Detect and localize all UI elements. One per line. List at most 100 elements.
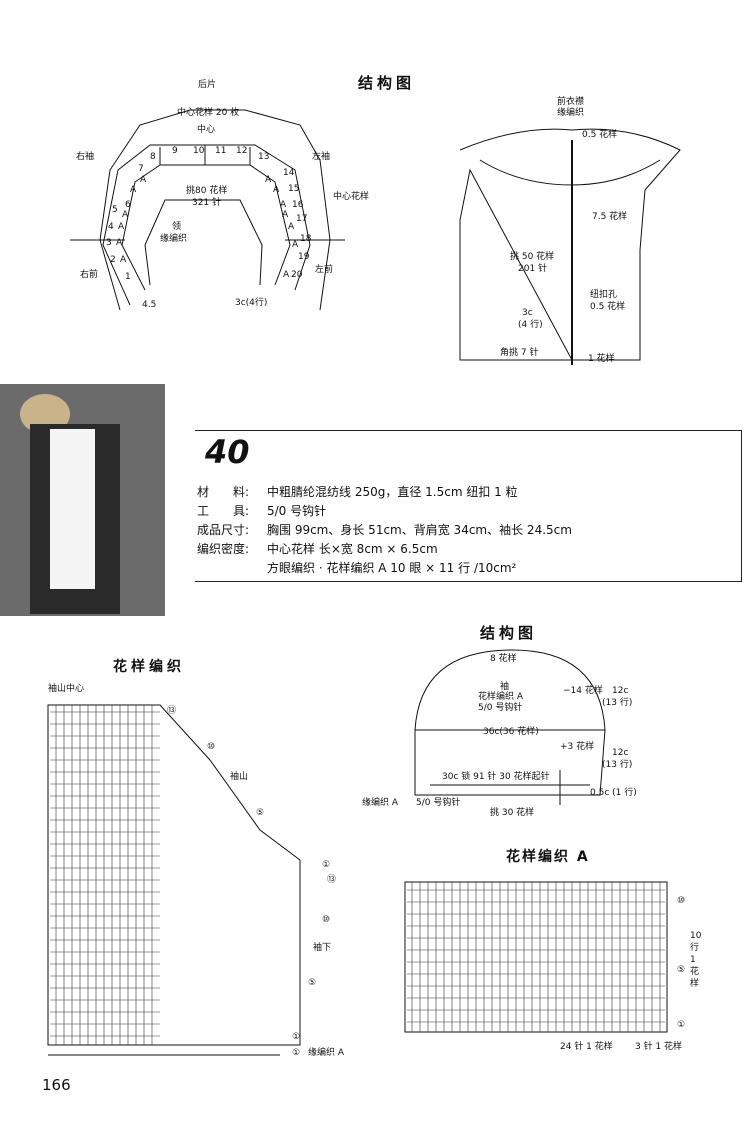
spec-row: 方眼编织 · 花样编织 A 10 眼 × 11 行 /10cm² <box>267 561 517 575</box>
pick-50-label: 挑 50 花样 <box>510 252 555 262</box>
segment-label: 10 <box>193 146 205 156</box>
structure-title-top: 结构图 <box>358 74 416 92</box>
bottom-value-label: 4.5 <box>142 300 157 310</box>
segment-label: 19 <box>298 252 310 262</box>
c3-label: 3c <box>522 308 533 318</box>
row-marker: ① <box>322 860 331 870</box>
row-marker: ⑤ <box>256 808 265 818</box>
segment-label: 4 <box>108 222 114 232</box>
segment-label: 7 <box>138 164 144 174</box>
collar-edge-label-1: 领 <box>172 222 182 232</box>
page-number: 166 <box>42 1076 71 1094</box>
rows-label: 3c(4行) <box>235 298 268 308</box>
segment-label: A <box>116 238 123 248</box>
mid-repeat-label: 7.5 花样 <box>592 212 628 222</box>
row-marker: ⑩ <box>207 742 216 752</box>
sleeve-hook-label: 5/0 号钩针 <box>478 703 523 713</box>
collar-band-outer <box>102 144 311 306</box>
underarm-label: 袖下 <box>313 943 332 953</box>
center-pattern-label: 中心花样 20 枚 <box>177 108 240 118</box>
bottom-left-label: 24 针 1 花样 <box>560 1042 613 1052</box>
spec-box: 40 材 料:中粗腈纶混纺线 250g，直径 1.5cm 纽扣 1 粒 工 具:… <box>195 430 742 582</box>
segment-label: 13 <box>258 152 270 162</box>
sleeve-pattern-label: 花样编织 A <box>478 692 524 702</box>
repeat-label: 10 行 1 花样 <box>690 931 702 989</box>
buttonhole-repeat-label: 0.5 花样 <box>590 302 626 312</box>
segment-label: 20 <box>291 270 303 280</box>
stitch-chart-left <box>47 704 301 1056</box>
segment-label: A <box>122 210 129 220</box>
buttonhole-label: 纽扣孔 <box>590 290 618 300</box>
row-marker: ① <box>292 1032 301 1042</box>
left-sleeve-label: 左袖 <box>312 152 331 162</box>
segment-label: 2 <box>110 255 116 265</box>
segment-label: 6 <box>125 200 131 210</box>
edge-hook-label: 5/0 号钩针 <box>416 798 461 808</box>
rows-13-b-label: (13 行) <box>602 760 633 770</box>
front-edge-label-2: 缘编织 <box>557 108 585 118</box>
row-marker: ⑬ <box>327 875 337 885</box>
segment-label: 11 <box>215 146 227 156</box>
segment-label: 5 <box>112 205 118 215</box>
segment-label: 18 <box>300 234 312 244</box>
segment-label: 17 <box>296 214 308 224</box>
segment-label: 15 <box>288 184 300 194</box>
segment-label: A <box>280 200 287 210</box>
edge-label: 缘编织 A <box>362 798 399 808</box>
sleeve-cap-label: 袖山 <box>230 772 249 782</box>
cardigan-yoke <box>479 159 661 186</box>
row-marker: ⑤ <box>308 978 317 988</box>
rows-4-label: (4 行) <box>518 320 543 330</box>
structure-title-sleeve: 结构图 <box>480 624 538 642</box>
back-label: 后片 <box>198 80 217 90</box>
segment-label: A <box>292 240 299 250</box>
row-marker: ⑩ <box>677 896 686 906</box>
segment-label: 16 <box>292 200 304 210</box>
segment-label: A <box>140 175 147 185</box>
corner-label: 角挑 7 针 <box>500 348 539 358</box>
segment-label: A <box>120 255 127 265</box>
row-marker: ⑬ <box>167 706 177 716</box>
pick-label: 挑80 花样 <box>186 186 228 196</box>
edge-a-label: 缘编织 A <box>308 1048 345 1058</box>
collar-neck-line <box>144 199 263 286</box>
segment-label: 9 <box>172 146 178 156</box>
plus-3-label: +3 花样 <box>560 742 595 752</box>
bottom-right-label: 3 针 1 花样 <box>635 1042 683 1052</box>
rows-13-a-label: (13 行) <box>602 698 633 708</box>
c05-label: 0.5c (1 行) <box>590 788 637 798</box>
c12-b-label: 12c <box>612 748 629 758</box>
segment-label: A <box>283 270 290 280</box>
spec-row: 编织密度:中心花样 长×宽 8cm × 6.5cm <box>197 542 438 556</box>
segment-label: 3 <box>106 238 112 248</box>
segment-label: 12 <box>236 146 248 156</box>
bottom-repeat-label: 1 花样 <box>588 354 615 364</box>
row-marker: ① <box>292 1048 301 1058</box>
segment-label: A <box>273 185 280 195</box>
chart-title-right: 花样编织 A <box>506 849 590 865</box>
right-front-label: 右前 <box>80 270 99 280</box>
top-repeat-label: 0.5 花样 <box>582 130 618 140</box>
sleeve-top-label: 8 花样 <box>490 654 517 664</box>
front-edge-label-1: 前衣襟 <box>557 97 585 107</box>
right-sleeve-label: 右袖 <box>76 152 95 162</box>
cardigan-outline <box>459 128 681 361</box>
spec-row: 材 料:中粗腈纶混纺线 250g，直径 1.5cm 纽扣 1 粒 <box>197 485 518 499</box>
sleeve-label: 袖 <box>500 682 510 692</box>
row-marker: ⑤ <box>677 965 686 975</box>
segment-label: 8 <box>150 152 156 162</box>
collar-edge-label-2: 缘编织 <box>160 234 188 244</box>
chart-title-left: 花样编织 <box>113 659 185 675</box>
start-chain-label: 30c 锁 91 针 30 花样起针 <box>442 772 550 782</box>
c12-a-label: 12c <box>612 686 629 696</box>
sleeve-outline <box>414 649 606 796</box>
center-label: 中心 <box>197 125 216 135</box>
spec-row: 工 具:5/0 号钩针 <box>197 504 327 518</box>
row-marker: ⑩ <box>322 915 331 925</box>
segment-label: A <box>118 222 125 232</box>
collar-outer-line <box>99 109 331 311</box>
segment-label: A <box>265 175 272 185</box>
sleeve-cap-center-label: 袖山中心 <box>48 684 85 694</box>
stitch-201-label: 201 针 <box>518 264 548 274</box>
